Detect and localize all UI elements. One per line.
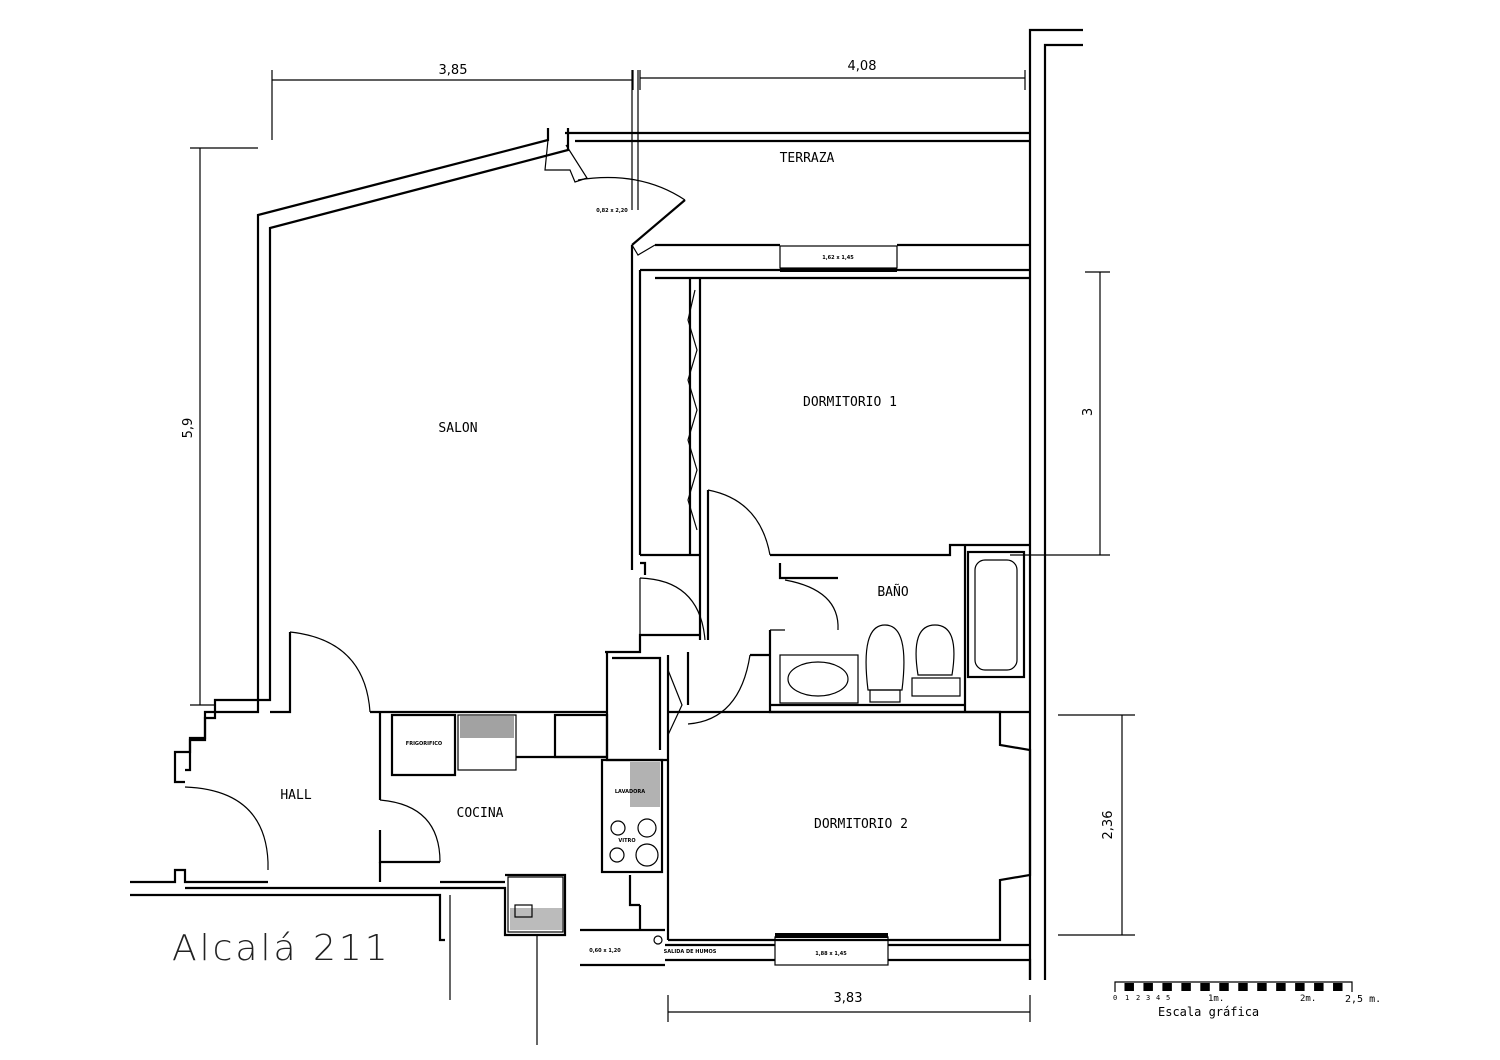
- terrace-door[interactable]: [577, 70, 686, 256]
- room-cocina: COCINA: [457, 806, 504, 821]
- room-terraza: TERRAZA: [780, 151, 835, 166]
- room-bano: BAÑO: [877, 584, 908, 600]
- scale-block: [1181, 983, 1191, 991]
- pasillo: [605, 633, 751, 940]
- dormitorio-1-walls: [630, 245, 1030, 640]
- scale-label: Escala gráfica: [1158, 1005, 1259, 1019]
- dim-dorm2-depth: 2,36: [1101, 811, 1116, 840]
- label-vitro: VITRO: [618, 838, 635, 844]
- scale-block: [1162, 983, 1172, 991]
- scale-tick-5: 5: [1166, 994, 1170, 1002]
- label-lavadora: LAVADORA: [615, 789, 645, 795]
- scale-block: [1295, 983, 1305, 991]
- scale-end: 2,5 m.: [1345, 994, 1381, 1005]
- label-dorm2-window: 1,88 x 1,45: [815, 951, 847, 957]
- room-dormitorio-2: DORMITORIO 2: [814, 817, 908, 832]
- dim-dorm2-width: 3,83: [834, 991, 863, 1006]
- dormitorio-2-window[interactable]: [774, 933, 889, 966]
- label-kitchen-window: 0,60 x 1,20: [589, 948, 621, 954]
- dim-dorm1-depth: 3: [1081, 408, 1096, 416]
- scale-block: [1257, 983, 1267, 991]
- scale-block: [1219, 983, 1229, 991]
- scale-block: [1333, 983, 1343, 991]
- scale-bar: 0 1 2 3 4 5 1m. 2m. 2,5 m. Escala gráfic…: [1113, 981, 1381, 1019]
- scale-tick-3: 3: [1146, 994, 1150, 1002]
- label-frigorifico: FRIGORIFICO: [406, 741, 442, 747]
- scale-tick-0: 0: [1113, 994, 1117, 1002]
- dim-salon-depth: 5,9: [181, 418, 196, 439]
- scale-block: [1143, 983, 1153, 991]
- scale-block: [1276, 983, 1286, 991]
- scale-block: [1124, 983, 1134, 991]
- room-salon: SALON: [438, 421, 477, 436]
- dim-salon-width: 3,85: [439, 63, 468, 78]
- room-dormitorio-1: DORMITORIO 1: [803, 395, 897, 410]
- scale-block: [1200, 983, 1210, 991]
- scale-block: [1238, 983, 1248, 991]
- dormitorio-2-walls: [668, 710, 1032, 942]
- dim-dorm1-width: 4,08: [848, 59, 877, 74]
- scale-block: [1314, 983, 1324, 991]
- plan-title: Alcalá 211: [172, 928, 391, 969]
- scale-tick-4: 4: [1156, 994, 1160, 1002]
- dormitorio-1-door[interactable]: [639, 489, 771, 641]
- hall-cocina-walls: [184, 631, 664, 945]
- scale-tick-2: 2: [1136, 994, 1140, 1002]
- room-hall: HALL: [280, 788, 311, 803]
- dimension-lines: [190, 70, 1135, 1022]
- scale-1m: 1m.: [1208, 994, 1224, 1004]
- bano: [750, 545, 1030, 714]
- label-salida-humos: SALIDA DE HUMOS: [664, 949, 717, 955]
- scale-2m: 2m.: [1300, 994, 1316, 1004]
- label-terrace-window: 1,62 x 1,45: [822, 255, 854, 261]
- scale-tick-1: 1: [1125, 994, 1129, 1002]
- exterior-walls: [130, 28, 1083, 1045]
- label-terrace-door: 0,82 x 2,20: [596, 208, 628, 214]
